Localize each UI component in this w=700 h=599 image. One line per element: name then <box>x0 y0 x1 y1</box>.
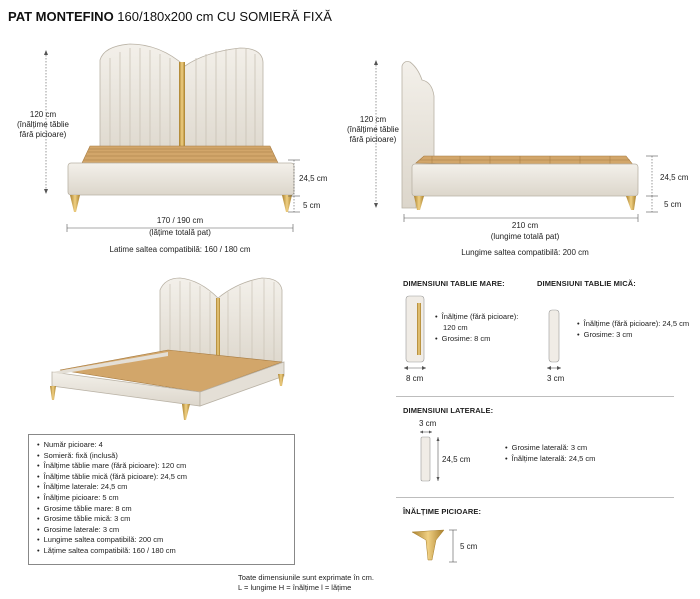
front-compat: Latime saltea compatibilă: 160 / 180 cm <box>109 245 251 254</box>
headboard-small-heading: DIMENSIUNI TABLIE MICĂ: <box>537 279 636 288</box>
page-title: PAT MONTEFINO 160/180x200 cm CU SOMIERĂ … <box>8 9 332 24</box>
front-side-height: 24,5 cm <box>299 174 328 183</box>
side-height-label: 120 cm (înălțime tăblie fără picioare) <box>346 115 400 144</box>
headboard-large-shape <box>405 295 425 363</box>
headboard-large-width: 8 cm <box>406 374 424 383</box>
spec-item: Grosime tăblie mare: 8 cm <box>37 504 187 515</box>
headboard-small-item: Grosime: 3 cm <box>577 329 689 340</box>
lateral-list: Grosime laterală: 3 cm Înălțime laterală… <box>505 442 596 464</box>
spec-item: Lățime saltea compatibilă: 160 / 180 cm <box>37 546 187 557</box>
footer-note: Toate dimensiunile sunt exprimate în cm.… <box>238 573 374 592</box>
lateral-shape <box>420 436 431 482</box>
side-length-label: 210 cm (lungime totală pat) <box>490 221 560 241</box>
lateral-item: Înălțime laterală: 24,5 cm <box>505 453 596 464</box>
lateral-height: 24,5 cm <box>442 455 471 464</box>
legs-height: 5 cm <box>460 542 478 551</box>
spec-item: Grosime laterale: 3 cm <box>37 525 187 536</box>
headboard-small-shape <box>548 309 560 363</box>
side-headboard <box>401 61 435 209</box>
side-compat: Lungime saltea compatibilă: 200 cm <box>461 248 589 257</box>
leg-shape <box>411 529 445 561</box>
spec-item: Înălțime laterale: 24,5 cm <box>37 482 187 493</box>
front-height-label: 120 cm (înălțime tăblie fără picioare) <box>16 110 70 139</box>
spec-item: Grosime tăblie mică: 3 cm <box>37 514 187 525</box>
legs-heading: ÎNĂLȚIME PICIOARE: <box>403 507 482 516</box>
side-leg-height: 5 cm <box>664 200 682 209</box>
headboard-large-item: Grosime: 8 cm <box>435 333 518 344</box>
lateral-heading: DIMENSIUNI LATERALE: <box>403 406 494 415</box>
headboard-large-list: Înălțime (fără picioare):120 cm Grosime:… <box>435 311 519 344</box>
spec-item: Înălțime tăblie mare (fără picioare): 12… <box>37 461 187 472</box>
front-leg-height: 5 cm <box>303 201 321 210</box>
divider <box>396 396 674 397</box>
headboard-large-item: Înălțime (fără picioare):120 cm <box>435 311 519 333</box>
headboard-small-width: 3 cm <box>547 374 565 383</box>
perspective-headboard <box>159 277 283 373</box>
spec-item: Lungime saltea compatibilă: 200 cm <box>37 535 187 546</box>
headboard-small-list: Înălțime (fără picioare): 24,5 cm Grosim… <box>577 318 689 340</box>
spec-item: Număr picioare: 4 <box>37 440 187 451</box>
front-width-label: 170 / 190 cm (lățime totală pat) <box>149 216 211 237</box>
spec-item: Înălțime tăblie mică (fără picioare): 24… <box>37 472 187 483</box>
headboard-large-heading: DIMENSIUNI TABLIE MARE: <box>403 279 505 288</box>
side-side-height: 24,5 cm <box>660 173 689 182</box>
divider <box>396 497 674 498</box>
spec-item: Înălțime picioare: 5 cm <box>37 493 187 504</box>
spec-list: Număr picioare: 4Somieră: fixă (inclusă)… <box>37 440 187 557</box>
lateral-item: Grosime laterală: 3 cm <box>505 442 595 453</box>
spec-box: Număr picioare: 4Somieră: fixă (inclusă)… <box>28 434 295 565</box>
spec-item: Somieră: fixă (inclusă) <box>37 451 187 462</box>
headboard-small-item: Înălțime (fără picioare): 24,5 cm <box>577 318 689 329</box>
lateral-width: 3 cm <box>419 419 437 428</box>
